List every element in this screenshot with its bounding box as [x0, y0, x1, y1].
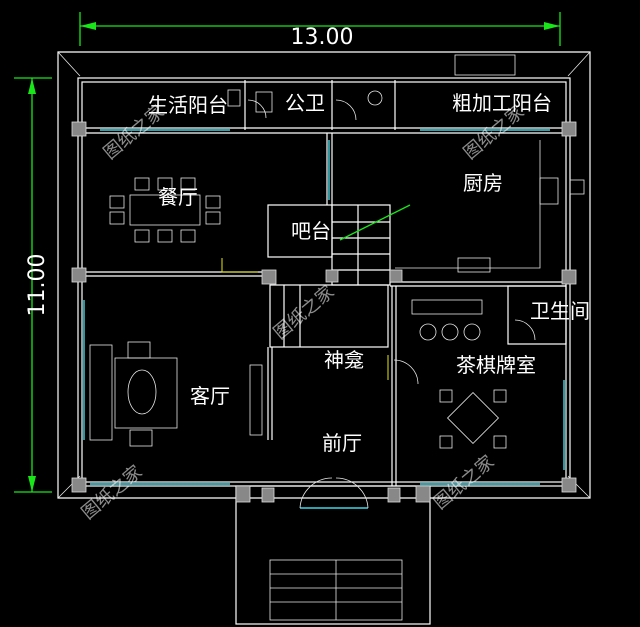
dimension-top: 13.00 — [79, 12, 561, 50]
room-bathroom: 卫生间 — [530, 299, 590, 323]
living-sofa-set — [89, 341, 263, 447]
height-dimension-label: 11.00 — [25, 254, 50, 317]
watermark: 图纸之家 — [430, 451, 499, 513]
room-foyer: 前厅 — [322, 431, 362, 455]
windows — [83, 129, 565, 509]
width-dimension-label: 13.00 — [291, 25, 354, 50]
room-public-wc: 公卫 — [285, 91, 325, 115]
watermarks: 图纸之家 图纸之家 图纸之家 图纸之家 图纸之家 — [78, 101, 529, 523]
dining-table — [109, 177, 221, 243]
room-tea-room: 茶棋牌室 — [456, 353, 536, 377]
room-dining: 餐厅 — [158, 185, 198, 209]
watermark: 图纸之家 — [270, 281, 339, 343]
room-living: 客厅 — [190, 384, 230, 408]
yellow-accents — [221, 258, 389, 380]
room-shrine: 神龛 — [324, 348, 364, 372]
room-living-balcony: 生活阳台 — [148, 93, 228, 117]
room-bar: 吧台 — [291, 219, 331, 243]
tea-table-set — [411, 299, 507, 449]
room-labels: 生活阳台 公卫 粗加工阳台 餐厅 厨房 吧台 卫生间 神龛 茶棋牌室 客厅 前厅 — [148, 91, 590, 455]
watermark: 图纸之家 — [78, 461, 147, 523]
room-kitchen: 厨房 — [463, 171, 503, 195]
columns — [71, 121, 577, 503]
dimension-left: 11.00 — [14, 77, 52, 493]
room-rough-kitchen-balcony: 粗加工阳台 — [452, 91, 552, 115]
doors — [227, 89, 585, 509]
